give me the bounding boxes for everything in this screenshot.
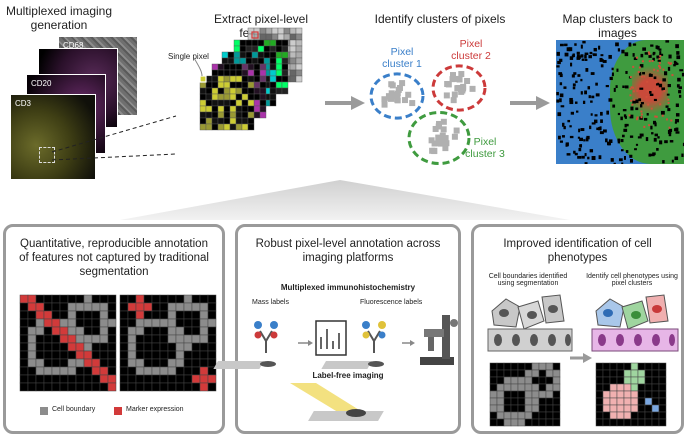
image-stack: CD68 CD20 CD3 (8, 36, 177, 180)
single-pixel-label: Single pixel (168, 52, 209, 61)
single-pixel-marker (199, 75, 207, 83)
cluster-1-group (369, 72, 425, 120)
legend-cell-boundary: Cell boundary (52, 406, 96, 413)
step1-title: Multiplexed imaging generation (5, 4, 113, 32)
arrow-2 (510, 96, 550, 110)
caption-pixel-clusters: Identify cell phenotypes using pixel clu… (586, 273, 678, 287)
cluster3-label: Pixel cluster 3 (465, 136, 505, 160)
mihc-subtitle: Multiplexed immunohistochemistry (280, 283, 416, 292)
pixel-feature-stack (193, 27, 303, 131)
fluorescence-platform-illustration (321, 315, 458, 369)
cluster-2-group (431, 64, 487, 112)
caption-segmentation: Cell boundaries identified using segment… (488, 273, 568, 287)
panel-middle-title: Robust pixel-level annotation across ima… (255, 238, 441, 264)
cd20-label: CD20 (31, 79, 52, 88)
cd3-layer: CD3 (10, 94, 96, 180)
panel-left-title: Quantitative, reproducible annotation of… (19, 238, 209, 278)
phenotyped-cells-illustration (591, 294, 679, 352)
panel-platforms: Robust pixel-level annotation across ima… (213, 224, 461, 434)
label-free-illustration (290, 383, 384, 421)
step4-title: Map clusters back to images (562, 12, 673, 40)
mass-platform-illustration (213, 320, 347, 369)
segmentation-grid (489, 362, 561, 427)
panel-segmentation: Quantitative, reproducible annotation of… (3, 224, 225, 434)
segmented-cells-illustration (487, 294, 573, 352)
cluster1-label: Pixel cluster 1 (382, 46, 422, 70)
cluster-diagram (369, 64, 487, 165)
mass-labels-caption: Mass labels (252, 299, 289, 306)
cluster2-label: Pixel cluster 2 (451, 38, 491, 62)
cluster-3-group (407, 111, 471, 165)
arrow-right-panel (570, 353, 592, 363)
pixel-cluster-grid (595, 362, 667, 427)
cluster-map-image (556, 40, 684, 164)
panel-right-title: Improved identification of cell phenotyp… (503, 238, 652, 264)
cd68-label: CD68 (63, 41, 84, 50)
label-free-caption: Label-free imaging (312, 371, 384, 380)
fluorescence-labels-caption: Fluorescence labels (360, 299, 423, 306)
funnel-shading (120, 180, 570, 220)
arrow-1 (325, 96, 365, 110)
cd3-label: CD3 (15, 99, 32, 108)
panel-phenotypes: Improved identification of cell phenotyp… (471, 224, 684, 434)
step3-title: Identify clusters of pixels (374, 12, 506, 26)
legend-marker-expression: Marker expression (126, 406, 184, 413)
feature-layer-4 (199, 75, 255, 131)
